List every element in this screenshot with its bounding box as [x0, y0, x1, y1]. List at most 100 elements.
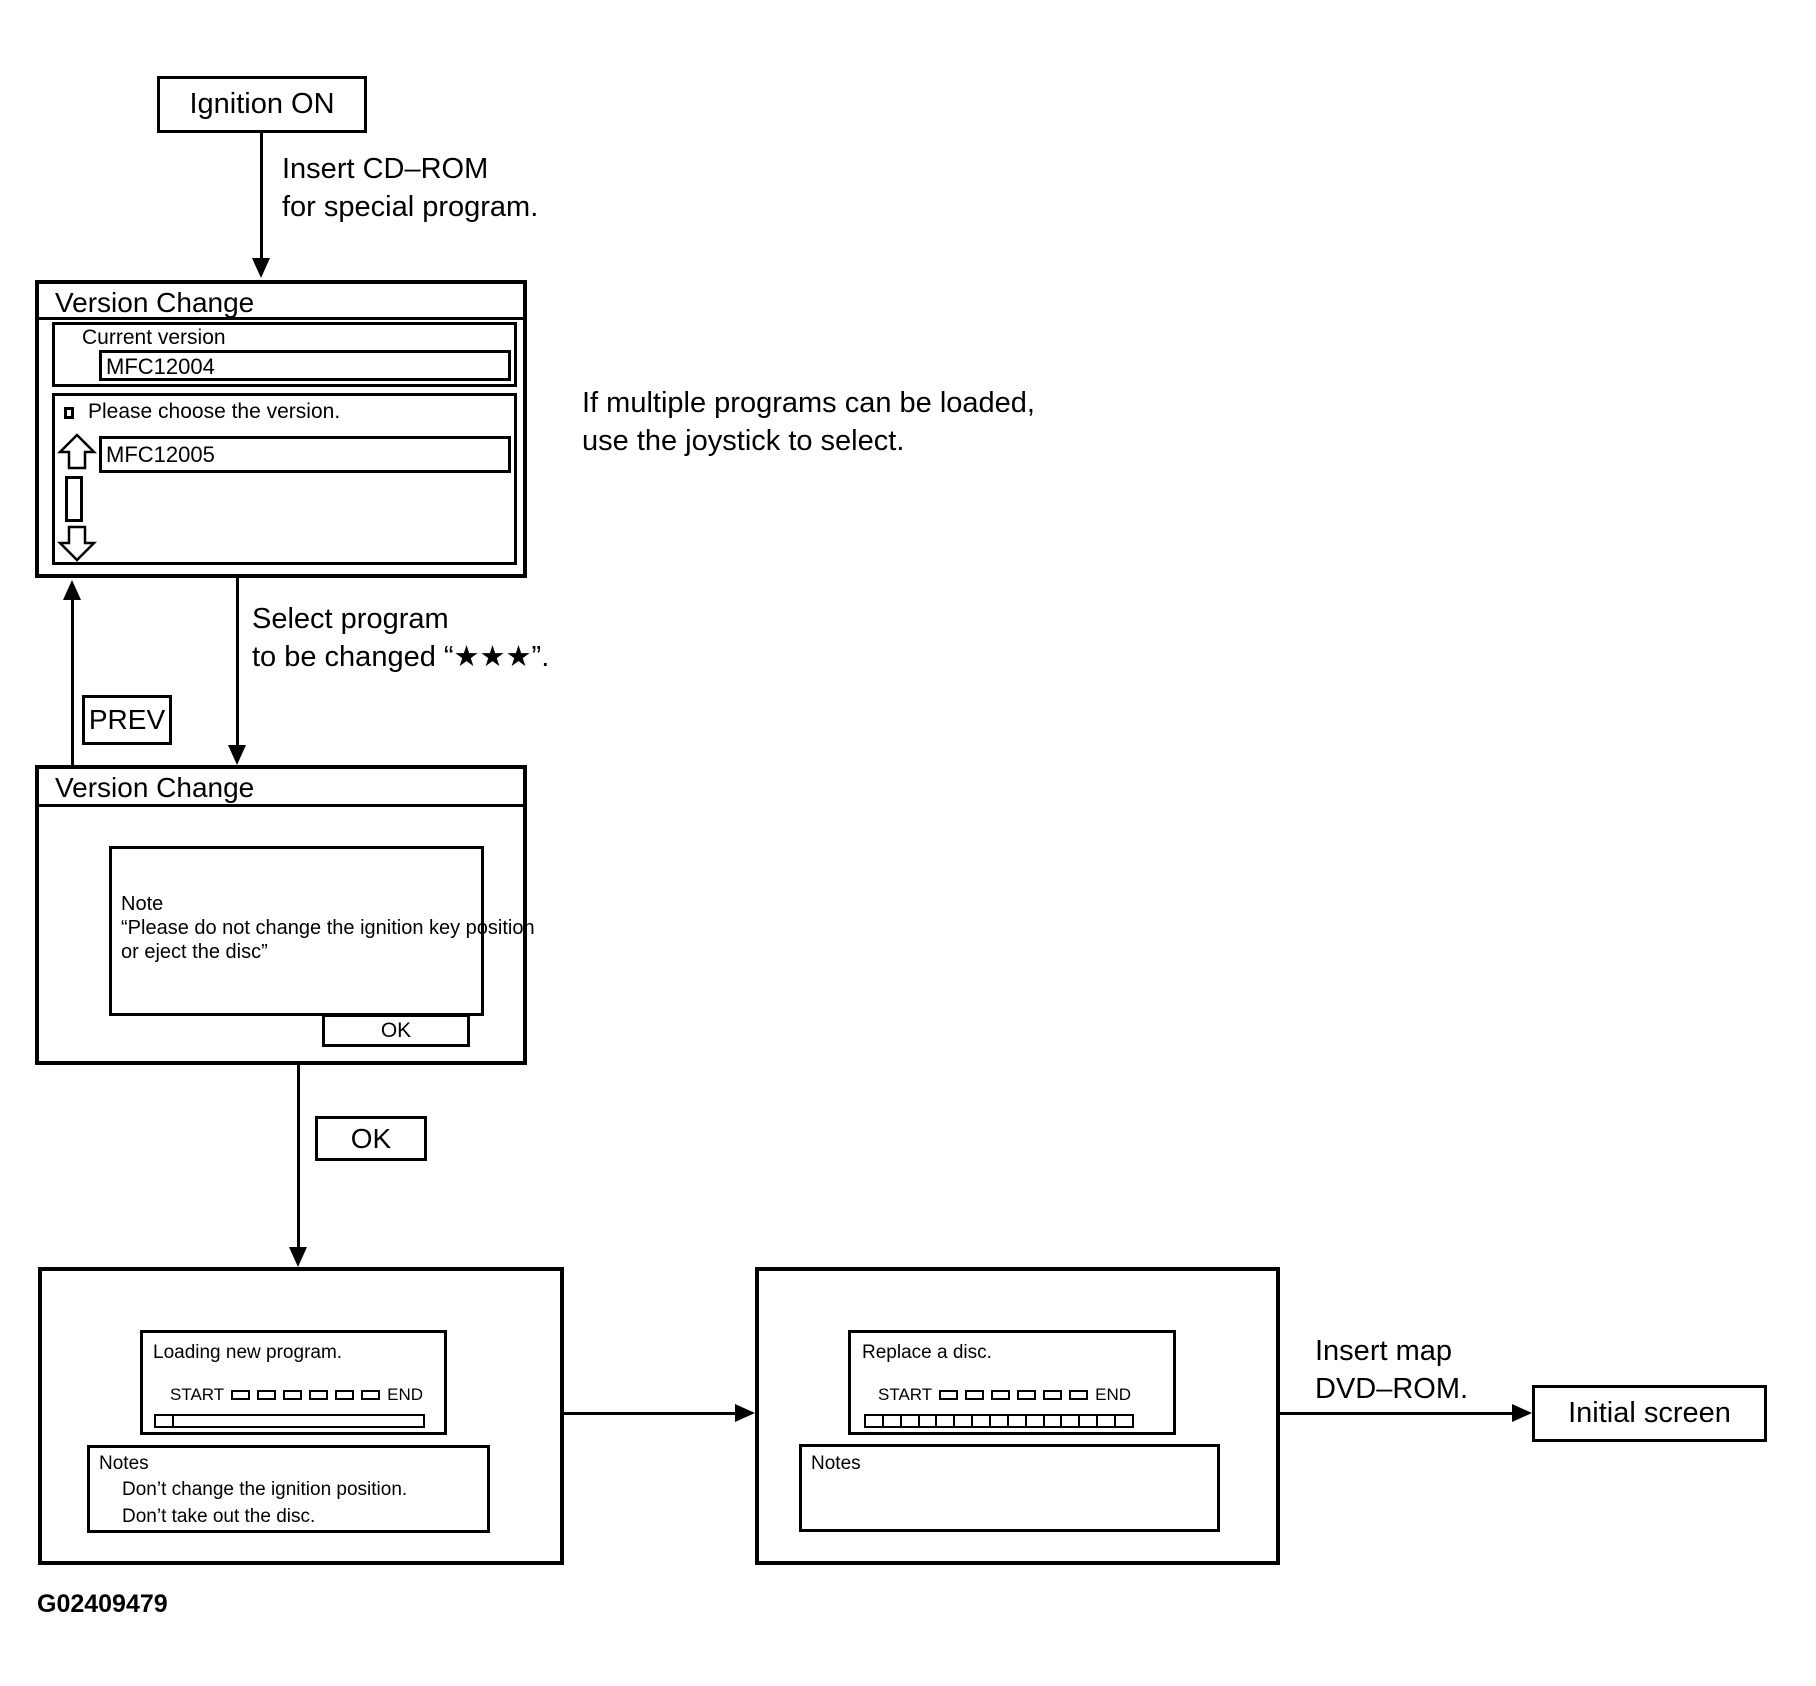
scroll-track-bar[interactable] [65, 476, 83, 522]
arrow-line-screen2-to-screen1 [71, 600, 74, 765]
select-program-line2: to be changed “★★★”. [252, 641, 550, 673]
replace-notes-panel [799, 1444, 1220, 1532]
loading-progress-bar [154, 1414, 425, 1428]
insert-cd-line2: for special program. [282, 191, 539, 223]
screen2-title-divider [39, 804, 523, 807]
replace-segment-boxes [939, 1390, 1089, 1400]
progress-tick [172, 1416, 174, 1426]
square-bullet-icon [64, 407, 74, 419]
arrow-line-screen3-to-screen4 [564, 1412, 737, 1415]
progress-segment [937, 1416, 956, 1426]
choose-version-value[interactable]: MFC12005 [106, 442, 215, 467]
loading-end-label: END [387, 1385, 424, 1404]
arrow-line-screen1-to-screen2 [236, 578, 239, 748]
multiple-programs-line1: If multiple programs can be loaded, [582, 387, 1035, 419]
multiple-programs-line2: use the joystick to select. [582, 425, 905, 457]
progress-segment [1098, 1416, 1117, 1426]
loading-note-line2: Don’t take out the disc. [122, 1506, 316, 1527]
arrow-line-screen2-to-screen3 [297, 1065, 300, 1249]
prev-button-node[interactable]: PREV [82, 695, 172, 745]
segment-box [231, 1390, 251, 1400]
progress-segment [973, 1416, 992, 1426]
figure-id: G02409479 [37, 1590, 168, 1618]
replace-start-label: START [878, 1385, 933, 1404]
prev-button-label: PREV [88, 704, 166, 735]
current-version-field [99, 350, 511, 381]
initial-screen-label: Initial screen [1568, 1397, 1731, 1429]
select-program-line1: Select program [252, 603, 449, 635]
segment-box [257, 1390, 277, 1400]
note-title: Note [121, 893, 164, 915]
insert-dvd-line2: DVD–ROM. [1315, 1373, 1469, 1405]
insert-cd-line1: Insert CD–ROM [282, 153, 489, 185]
progress-segment [1062, 1416, 1081, 1426]
progress-segment [1027, 1416, 1045, 1426]
progress-segment [955, 1416, 974, 1426]
insert-cd-annotation: Insert CD–ROM for special program. [282, 150, 538, 226]
screen2-title: Version Change [55, 772, 255, 803]
arrow-line-ignition-to-screen1 [260, 132, 263, 262]
loading-start-end-row: START END [170, 1385, 423, 1405]
progress-segment [1116, 1416, 1132, 1426]
segment-box [309, 1390, 329, 1400]
select-program-annotation: Select program to be changed “★★★”. [252, 600, 549, 676]
progress-segment [991, 1416, 1009, 1426]
ok-button-node[interactable]: OK [315, 1116, 427, 1161]
ignition-on-node: Ignition ON [157, 76, 367, 133]
replace-start-end-row: START END [878, 1385, 1131, 1405]
choose-version-field[interactable] [99, 436, 511, 473]
segment-box [1069, 1390, 1089, 1400]
multiple-programs-annotation: If multiple programs can be loaded, use … [582, 384, 1035, 460]
current-version-label: Current version [82, 326, 226, 349]
arrowhead-down-icon [289, 1247, 307, 1267]
segment-box [1017, 1390, 1037, 1400]
segment-box [939, 1390, 959, 1400]
progress-segment [866, 1416, 884, 1426]
segment-box [283, 1390, 303, 1400]
arrowhead-up-icon [63, 580, 81, 600]
scroll-up-arrow-icon[interactable] [57, 433, 97, 470]
arrowhead-right-icon [735, 1404, 755, 1422]
progress-segment [902, 1416, 920, 1426]
progress-segment [920, 1416, 938, 1426]
loading-segment-boxes [231, 1390, 381, 1400]
loading-start-label: START [170, 1385, 225, 1404]
replace-progress-bar [864, 1414, 1134, 1428]
segment-box [965, 1390, 985, 1400]
replace-message: Replace a disc. [862, 1342, 992, 1363]
arrowhead-down-icon [252, 258, 270, 278]
insert-dvd-annotation: Insert map DVD–ROM. [1315, 1332, 1468, 1408]
note-dialog [109, 846, 484, 1016]
current-version-value: MFC12004 [106, 354, 215, 379]
segment-box [361, 1390, 381, 1400]
insert-dvd-line1: Insert map [1315, 1335, 1452, 1367]
replace-end-label: END [1095, 1385, 1132, 1404]
progress-segment [884, 1416, 902, 1426]
progress-segment [1045, 1416, 1063, 1426]
loading-notes-panel [87, 1445, 490, 1533]
segment-box [1043, 1390, 1063, 1400]
arrowhead-down-icon [228, 745, 246, 765]
arrowhead-right-icon [1512, 1404, 1532, 1422]
loading-note-line1: Don’t change the ignition position. [122, 1479, 408, 1500]
dialog-ok-button[interactable]: OK [322, 1014, 470, 1047]
scroll-down-arrow-icon[interactable] [57, 525, 97, 562]
note-line2: or eject the disc” [121, 941, 268, 963]
choose-version-panel [52, 393, 517, 565]
dialog-ok-label: OK [380, 1018, 412, 1042]
loading-message: Loading new program. [153, 1342, 343, 1363]
segment-box [991, 1390, 1011, 1400]
arrow-line-screen4-to-initial [1280, 1412, 1512, 1415]
screen1-title-divider [39, 317, 523, 320]
segment-box [335, 1390, 355, 1400]
replace-notes-title: Notes [811, 1453, 861, 1474]
initial-screen-node: Initial screen [1532, 1385, 1767, 1442]
choose-version-label: Please choose the version. [88, 400, 341, 423]
loading-notes-title: Notes [99, 1453, 149, 1474]
ok-button-label: OK [350, 1122, 392, 1154]
note-dialog-text: Note “Please do not change the ignition … [121, 892, 535, 964]
note-line1: “Please do not change the ignition key p… [121, 917, 535, 939]
ignition-on-label: Ignition ON [189, 88, 335, 120]
progress-segment [1009, 1416, 1027, 1426]
